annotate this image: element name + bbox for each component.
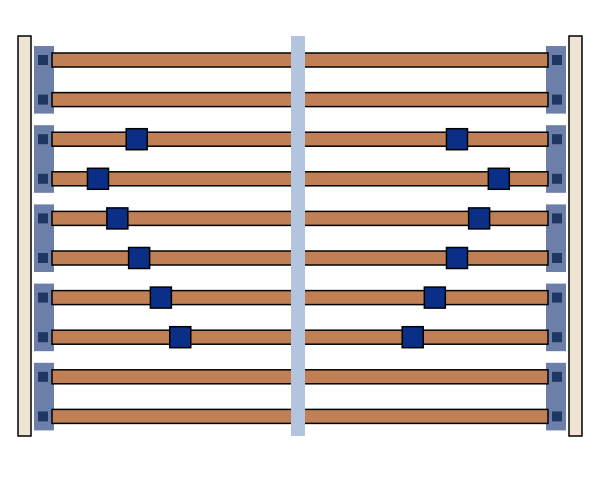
left-bracket-slot — [38, 94, 48, 105]
left-bracket-slot — [38, 371, 48, 382]
right-bracket-slot — [552, 292, 562, 303]
bar-left — [51, 408, 295, 425]
slider-left — [125, 127, 148, 151]
right-bracket-slot — [552, 94, 562, 105]
bar-left — [51, 289, 295, 306]
bar-left — [51, 131, 295, 147]
slider-right — [487, 167, 511, 191]
left-bracket-slot — [38, 173, 48, 184]
bar-right — [301, 210, 549, 227]
right-bracket-slot — [552, 332, 562, 343]
slider-left — [86, 167, 110, 191]
right-bracket-slot — [552, 213, 562, 224]
right-bracket-slot — [552, 134, 562, 145]
bar-right — [301, 52, 549, 68]
slider-right — [401, 325, 424, 349]
right-bracket-slot — [552, 173, 562, 184]
bar-right — [301, 408, 549, 425]
bar-right — [301, 131, 549, 147]
right-bracket-slot — [552, 411, 562, 422]
slider-left — [106, 207, 129, 230]
left-bracket-slot — [38, 213, 48, 224]
bar-right — [301, 369, 549, 385]
bar-left — [51, 369, 295, 385]
left-bracket-slot — [38, 253, 48, 263]
left-bracket-slot — [38, 292, 48, 303]
left-bracket-slot — [38, 411, 48, 422]
bar-left — [51, 210, 295, 227]
bar-right — [301, 171, 549, 187]
slider-left — [149, 286, 173, 309]
slider-left — [169, 325, 192, 349]
slider-right — [445, 127, 469, 151]
bar-left — [51, 91, 295, 108]
bar-right — [301, 250, 549, 266]
bar-left — [51, 52, 295, 68]
bar-left — [51, 250, 295, 266]
slider-right — [467, 207, 491, 230]
right-bracket-slot — [552, 253, 562, 263]
bar-right — [301, 329, 549, 345]
center-divider — [291, 36, 305, 436]
left-bracket-slot — [38, 55, 48, 65]
left-bracket-slot — [38, 134, 48, 145]
left-post — [17, 35, 32, 437]
slider-left — [127, 246, 151, 270]
right-bracket-slot — [552, 371, 562, 382]
left-bracket-slot — [38, 332, 48, 343]
bar-right — [301, 91, 549, 108]
right-bracket-slot — [552, 55, 562, 65]
right-post — [568, 35, 583, 437]
slider-right — [445, 246, 469, 270]
slider-right — [423, 286, 447, 309]
